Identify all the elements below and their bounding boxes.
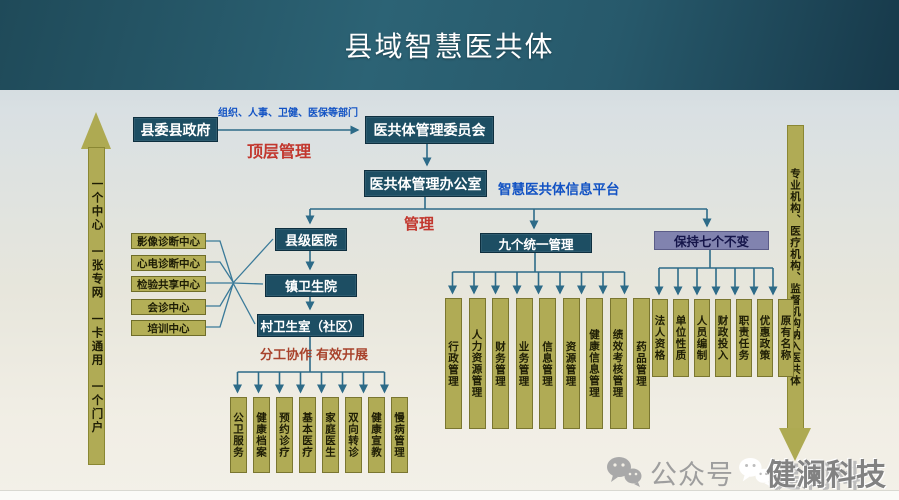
left-arrow-label: 一个中心 一张专网 一卡通用 一个门户 [90, 177, 103, 435]
page-title: 县域智慧医共体 [344, 31, 555, 62]
seven-keep-label: 保持七个不变 [673, 235, 749, 249]
service-bar: 健康宣教 [368, 397, 385, 473]
center-label: 心电诊断中心 [137, 257, 200, 270]
village-clinic-label: 村卫生室（社区） [260, 320, 361, 334]
office-box: 医共体管理办公室 [364, 170, 487, 197]
wechat-icon [607, 457, 642, 487]
mgmt-bar: 绩效考核管理 [609, 298, 627, 429]
service-bar: 预约诊疗 [276, 397, 293, 473]
gov-label: 县委县政府 [140, 121, 211, 138]
wechat-icon-white [739, 457, 772, 487]
keep-bar: 法人资格 [652, 299, 668, 377]
service-bars: 公卫服务 健康档案 预约诊疗 基本医疗 家庭医生 双向转诊 健康宣教 慢病管理 [230, 397, 408, 473]
coop-label-right: 有效开展 [316, 347, 369, 362]
office-label: 医共体管理办公室 [369, 175, 482, 192]
town-hospital-label: 镇卫生院 [284, 279, 337, 294]
keep-bar: 优惠政策 [757, 299, 773, 377]
service-bar: 健康档案 [253, 397, 270, 473]
depts-label: 组织、人事、卫健、医保等部门 [218, 108, 358, 119]
watermark: 公众号 健澜科技 健澜科技 [606, 450, 886, 494]
service-bar: 家庭医生 [322, 397, 339, 473]
town-hospital-box: 镇卫生院 [265, 274, 357, 297]
seven-keep-box: 保持七个不变 [654, 231, 769, 250]
left-arrow-bar: 一个中心 一张专网 一卡通用 一个门户 [88, 147, 105, 465]
mgmt-bar: 业务管理 [515, 298, 533, 429]
mgmt-bar: 健康信息管理 [586, 298, 603, 429]
county-hospital-label: 县级医院 [284, 233, 337, 248]
keep-bar: 人员编制 [694, 299, 710, 377]
nine-mgmt-bars: 行政管理 人力资源管理 财务管理 业务管理 信息管理 资源管理 健康信息管理 绩… [445, 298, 650, 429]
center-label: 培训中心 [147, 322, 190, 335]
service-bar: 慢病管理 [391, 397, 408, 473]
keep-bar: 单位性质 [673, 299, 689, 377]
keep-bar: 职责任务 [736, 299, 752, 377]
center-label: 检验共享中心 [137, 278, 200, 291]
service-bar: 基本医疗 [299, 397, 316, 473]
mgmt-label: 管理 [404, 216, 435, 233]
gov-box: 县委县政府 [133, 117, 218, 142]
mgmt-bar: 财务管理 [492, 298, 509, 429]
right-bar: 专业机构、医疗机构、监督机构纳入医共体 [787, 125, 804, 430]
keep-bar: 财政投入 [715, 299, 731, 377]
mgmt-bar: 资源管理 [562, 298, 580, 429]
center-label: 会诊中心 [147, 301, 190, 314]
committee-label: 医共体管理委员会 [373, 122, 486, 138]
platform-label: 智慧医共体信息平台 [498, 182, 620, 197]
watermark-brand: 健澜科技 健澜科技 [766, 459, 886, 494]
nine-mgmt-box: 九个统一管理 [480, 233, 592, 253]
committee-box: 医共体管理委员会 [365, 116, 494, 144]
keep-bar: 原有名称 [778, 299, 794, 377]
village-clinic-box: 村卫生室（社区） [257, 314, 364, 337]
center-box-consult: 会诊中心 [131, 299, 206, 315]
center-box-ecg: 心电诊断中心 [131, 255, 206, 271]
up-arrow-icon [81, 112, 111, 149]
mgmt-bar: 药品管理 [633, 298, 650, 429]
mgmt-bar: 信息管理 [539, 298, 556, 429]
service-bar: 公卫服务 [230, 397, 247, 473]
coop-label-left: 分工协作 [260, 347, 313, 362]
mgmt-bar: 人力资源管理 [468, 298, 486, 429]
service-bar: 双向转诊 [345, 397, 362, 473]
top-mgmt-label: 顶层管理 [247, 144, 312, 161]
watermark-prefix: 公众号 [650, 459, 734, 490]
center-label: 影像诊断中心 [137, 235, 200, 248]
down-arrow-icon [779, 428, 811, 461]
center-box-imaging: 影像诊断中心 [131, 233, 206, 249]
mgmt-bar: 行政管理 [445, 298, 462, 429]
header-banner: 县域智慧医共体 [0, 0, 899, 90]
nine-mgmt-label: 九个统一管理 [498, 237, 574, 252]
center-box-training: 培训中心 [131, 320, 206, 336]
county-hospital-box: 县级医院 [275, 228, 347, 251]
center-box-lab: 检验共享中心 [131, 276, 206, 292]
seven-keep-bars: 法人资格 单位性质 人员编制 财政投入 职责任务 优惠政策 原有名称 [652, 299, 794, 377]
slide-bottom-edge [0, 490, 899, 500]
